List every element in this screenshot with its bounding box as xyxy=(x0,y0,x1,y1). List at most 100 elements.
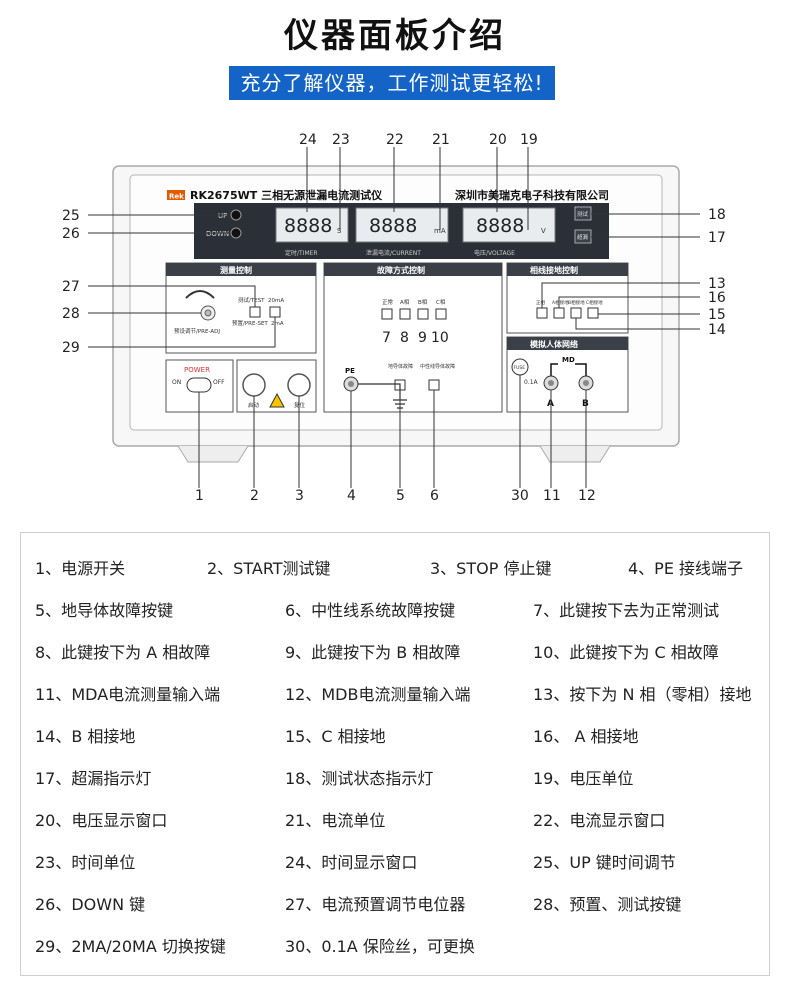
leader-lines xyxy=(88,147,700,488)
fault-a-button[interactable] xyxy=(399,308,411,320)
pe-terminal-center xyxy=(348,381,354,387)
phase-section-header xyxy=(507,263,628,276)
legend-item-22: 22、电流显示窗口 xyxy=(533,811,666,830)
leader-line-29 xyxy=(88,317,276,348)
neutral-fault-button[interactable] xyxy=(428,379,440,391)
callout-23: 23 xyxy=(332,132,350,148)
instrument-panel-diagram: Rek RK2675WT 三相无源泄漏电流测试仪 深圳市美瑞克电子科技有限公司 … xyxy=(62,132,726,504)
fault-b-button[interactable] xyxy=(417,308,429,320)
callout-20: 20 xyxy=(489,132,507,148)
callout-26: 26 xyxy=(62,226,80,242)
legend-item-26: 26、DOWN 键 xyxy=(35,895,146,914)
neutral-fault-label: 中性线导体故障 xyxy=(420,363,455,370)
reset-label: 复位 xyxy=(294,401,306,409)
legend-item-20: 20、电压显示窗口 xyxy=(35,811,168,830)
callout-6: 6 xyxy=(430,488,439,504)
ground-fault-label: 地导体故障 xyxy=(388,363,413,370)
current-unit: mA xyxy=(434,227,446,235)
legend-item-6: 6、中性线系统故障按键 xyxy=(285,601,456,620)
callout-24: 24 xyxy=(299,132,317,148)
subtitle-banner: 充分了解仪器，工作测试更轻松! xyxy=(229,66,555,100)
legend-item-18: 18、测试状态指示灯 xyxy=(285,769,434,788)
foot-left xyxy=(177,445,249,463)
fault-c-button[interactable] xyxy=(435,308,447,320)
up-label: UP xyxy=(218,212,227,220)
brand-logo: Rek xyxy=(169,193,184,201)
phase-btn-2-label: A相接地 xyxy=(552,299,569,306)
leader-line-16 xyxy=(558,296,700,308)
legend-item-23: 23、时间单位 xyxy=(35,853,136,872)
legend-item-14: 14、B 相接地 xyxy=(35,727,136,746)
callout-28: 28 xyxy=(62,306,80,322)
power-label: POWER xyxy=(184,366,210,374)
legend-item-5: 5、地导体故障按键 xyxy=(35,601,174,620)
callout-27: 27 xyxy=(62,279,80,295)
legend-item-16: 16、 A 相接地 xyxy=(533,727,639,746)
voltage-digits: 8888 xyxy=(476,215,524,237)
callout-21: 21 xyxy=(432,132,450,148)
callout-22: 22 xyxy=(386,132,404,148)
phase-btn-4-label: C相接地 xyxy=(586,299,603,306)
callout-4: 4 xyxy=(347,488,356,504)
callout-25: 25 xyxy=(62,208,80,224)
test-indicator-label: 测试 xyxy=(577,210,589,218)
mda-terminal-center xyxy=(548,380,554,386)
phase-btn-1-label: 正相 xyxy=(536,299,545,306)
callout-29: 29 xyxy=(62,340,80,356)
current-caption: 泄漏电流/CURRENT xyxy=(366,249,421,257)
brand-logo-box xyxy=(167,190,185,200)
timer-unit: S xyxy=(337,227,342,235)
fault-btn-a-label: A相 xyxy=(400,298,410,306)
legend-item-9: 9、此键按下为 B 相故障 xyxy=(285,643,461,662)
legend-item-19: 19、电压单位 xyxy=(533,769,634,788)
start-button[interactable] xyxy=(242,373,266,397)
fuse-value: 0.1A xyxy=(524,379,539,386)
fault-title: 故障方式控制 xyxy=(377,265,425,275)
phase-b-ground-button[interactable] xyxy=(570,307,582,319)
leak-indicator-label: 超漏 xyxy=(577,233,589,241)
adjust-arrow-icon xyxy=(185,290,215,299)
measure-title: 测量控制 xyxy=(220,265,252,275)
power-switch[interactable] xyxy=(186,377,212,393)
callout-2: 2 xyxy=(250,488,259,504)
callout-10: 10 xyxy=(431,330,449,346)
callout-15: 15 xyxy=(708,307,726,323)
callout-14: 14 xyxy=(708,322,726,338)
callout-5: 5 xyxy=(396,488,405,504)
phase-n-ground-button[interactable] xyxy=(536,307,548,319)
fault-normal-button[interactable] xyxy=(381,308,393,320)
phase-c-ground-button[interactable] xyxy=(587,307,599,319)
off-label: OFF xyxy=(213,379,225,386)
legend-item-30: 30、0.1A 保险丝，可更换 xyxy=(285,937,475,956)
legend-item-10: 10、此键按下为 C 相故障 xyxy=(533,643,719,662)
callout-18: 18 xyxy=(708,207,726,223)
fault-btn-normal-label: 正常 xyxy=(382,298,394,306)
stop-button[interactable] xyxy=(287,373,311,397)
preset-test-button[interactable] xyxy=(249,306,261,318)
md-label: MD xyxy=(562,356,575,364)
fault-btn-b-label: B相 xyxy=(418,298,428,306)
phase-a-ground-button[interactable] xyxy=(553,307,565,319)
callout-7: 7 xyxy=(382,330,391,346)
callout-16: 16 xyxy=(708,290,726,306)
legend-item-27: 27、电流预置调节电位器 xyxy=(285,895,466,914)
legend-item-28: 28、预置、测试按键 xyxy=(533,895,682,914)
legend-item-21: 21、电流单位 xyxy=(285,811,386,830)
legend-item-3: 3、STOP 停止键 xyxy=(430,559,552,578)
up-button[interactable] xyxy=(230,209,242,221)
page-title: 仪器面板介绍 xyxy=(284,16,506,56)
legend-item-13: 13、按下为 N 相（零相）接地 xyxy=(533,685,752,704)
callout-11: 11 xyxy=(543,488,561,504)
legend-item-8: 8、此键按下为 A 相故障 xyxy=(35,643,211,662)
on-label: ON xyxy=(172,379,181,386)
md-bracket xyxy=(550,363,587,378)
down-button[interactable] xyxy=(230,227,242,239)
leader-line-27 xyxy=(88,285,256,307)
legend-item-24: 24、时间显示窗口 xyxy=(285,853,418,872)
legend-item-11: 11、MDA电流测量输入端 xyxy=(35,685,221,704)
range-2ma-20ma-button[interactable] xyxy=(269,306,281,318)
callout-9: 9 xyxy=(418,330,427,346)
legend-item-4: 4、PE 接线端子 xyxy=(628,559,744,578)
fuse-label: FUSE xyxy=(514,365,526,371)
current-display xyxy=(355,207,449,243)
